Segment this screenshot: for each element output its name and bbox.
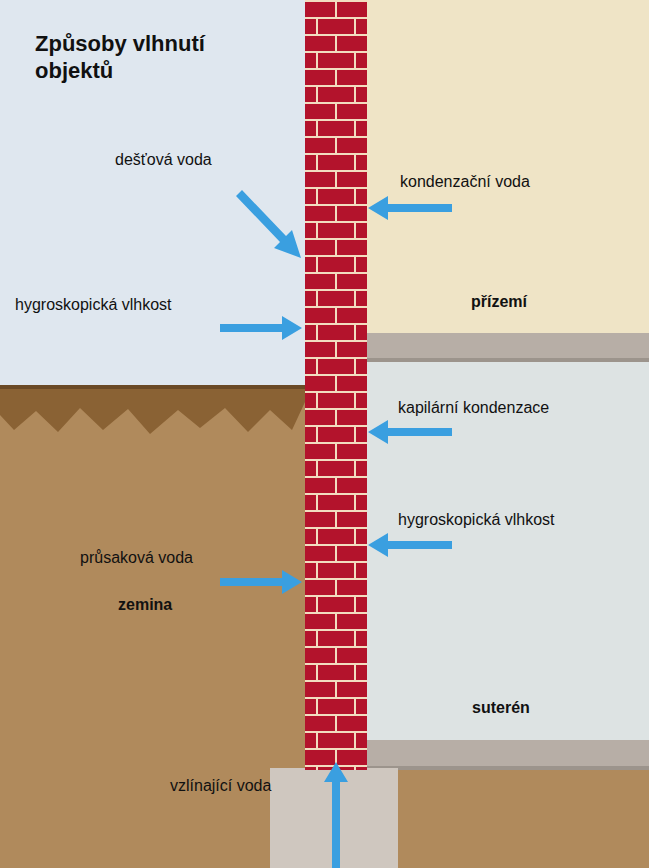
region-name: přízemí <box>471 292 527 312</box>
floor-region: přízemí <box>367 0 649 333</box>
soil-region: zemina <box>0 435 305 765</box>
moisture-label: hygroskopická vlhkost <box>398 510 555 530</box>
moisture-label: kondenzační voda <box>400 172 530 192</box>
moisture-label: kapilární kondenzace <box>398 398 549 418</box>
moisture-label: hygroskopická vlhkost <box>15 295 172 315</box>
moisture-label: vzlínající voda <box>170 776 271 796</box>
region-name: suterén <box>472 698 530 718</box>
basement-region: suterén <box>367 362 649 740</box>
moisture-label: průsaková voda <box>80 548 193 568</box>
moisture-label: dešťová voda <box>115 150 212 170</box>
region-name: zemina <box>118 595 172 615</box>
diagram-title: Způsoby vlhnutí objektů <box>35 30 235 84</box>
